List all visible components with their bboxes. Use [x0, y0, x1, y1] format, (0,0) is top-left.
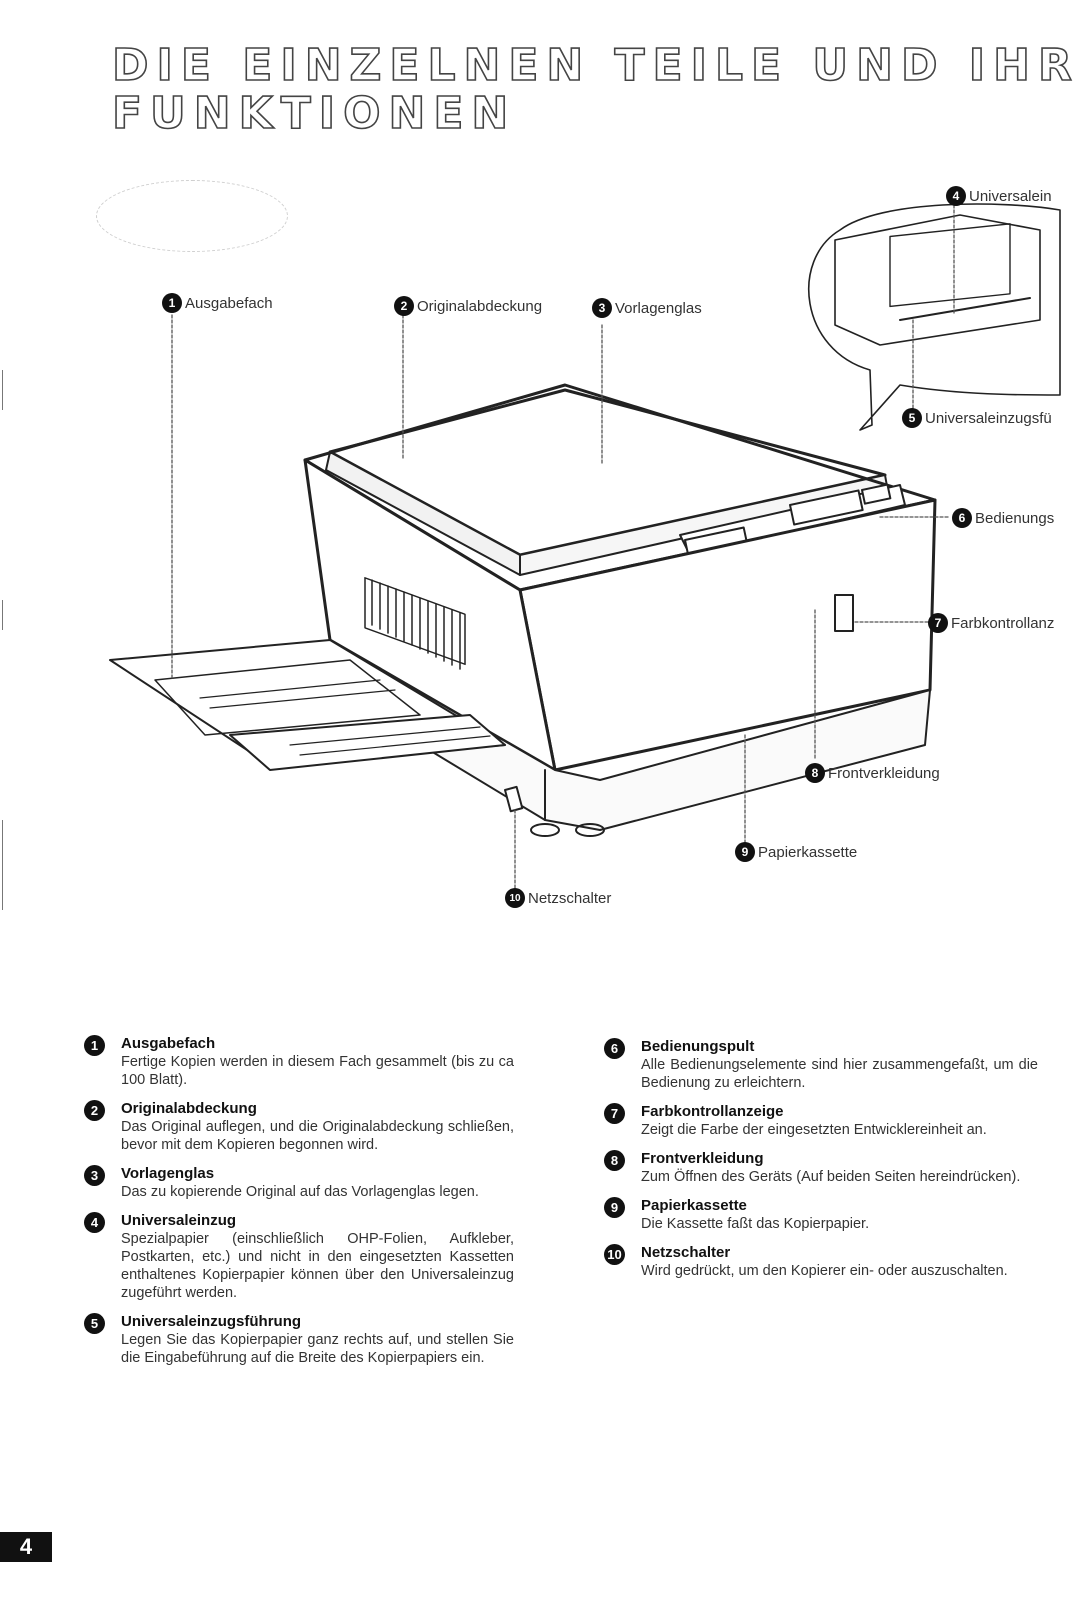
legend-number-badge: 3	[84, 1165, 105, 1186]
legend-number-badge: 1	[84, 1035, 105, 1056]
margin-mark	[2, 600, 3, 630]
legend-description: Fertige Kopien werden in diesem Fach ges…	[121, 1054, 514, 1088]
callout-label: Vorlagenglas	[615, 299, 702, 317]
legend-right-column: 6 Bedienungspult Alle Bedienungselemente…	[604, 1037, 1038, 1290]
legend-title: Netzschalter	[641, 1244, 731, 1261]
callout-number-badge: 10	[505, 888, 525, 908]
legend-item: 8 Frontverkleidung Zum Öffnen des Geräts…	[604, 1149, 1038, 1186]
legend-title: Farbkontrollanzeige	[641, 1103, 784, 1120]
page-title-line-2: FUNKTIONEN	[111, 88, 517, 139]
legend-description: Alle Bedienungselemente sind hier zusamm…	[641, 1057, 1038, 1091]
page-number: 4	[0, 1532, 52, 1562]
callout-label: Netzschalter	[528, 889, 612, 907]
callout-ausgabefach: 1 Ausgabefach	[162, 293, 273, 313]
legend-description: Legen Sie das Kopierpapier ganz rechts a…	[121, 1332, 514, 1366]
callout-frontverkleidung: 8 Frontverkleidung	[805, 763, 940, 783]
legend-item: 3 Vorlagenglas Das zu kopierende Origina…	[84, 1164, 514, 1201]
callout-label: Papierkassette	[758, 843, 858, 861]
callout-number-badge: 7	[928, 613, 948, 633]
legend-description: Die Kassette faßt das Kopierpapier.	[641, 1216, 870, 1232]
legend-item: 1 Ausgabefach Fertige Kopien werden in d…	[84, 1034, 514, 1089]
legend-title: Frontverkleidung	[641, 1150, 764, 1167]
legend-description: Wird gedrückt, um den Kopierer ein- oder…	[641, 1263, 1008, 1279]
callout-universaleinzugsfuehrung: 5 Universaleinzugsfü	[902, 408, 1052, 428]
legend-description: Zeigt die Farbe der eingesetzten Entwick…	[641, 1122, 987, 1138]
legend-number-badge: 8	[604, 1150, 625, 1171]
callout-number-badge: 6	[952, 508, 972, 528]
faint-stamp-mark	[96, 180, 288, 252]
margin-mark	[2, 370, 3, 410]
legend-number-badge: 4	[84, 1212, 105, 1233]
page-title-line-1: DIE EINZELNEN TEILE UND IHRE	[111, 40, 1074, 91]
legend-number-badge: 7	[604, 1103, 625, 1124]
callout-number-badge: 4	[946, 186, 966, 206]
callout-number-badge: 1	[162, 293, 182, 313]
callout-number-badge: 3	[592, 298, 612, 318]
callout-papierkassette: 9 Papierkassette	[735, 842, 857, 862]
callout-number-badge: 9	[735, 842, 755, 862]
legend-item: 10 Netzschalter Wird gedrückt, um den Ko…	[604, 1243, 1038, 1280]
callout-originalabdeckung: 2 Originalabdeckung	[394, 296, 542, 316]
legend-number-badge: 2	[84, 1100, 105, 1121]
callout-farbkontrollanzeige: 7 Farbkontrollanz	[928, 613, 1054, 633]
legend-description: Das zu kopierende Original auf das Vorla…	[121, 1184, 479, 1200]
legend-item: 6 Bedienungspult Alle Bedienungselemente…	[604, 1037, 1038, 1092]
callout-netzschalter: 10 Netzschalter	[505, 888, 611, 908]
legend-left-column: 1 Ausgabefach Fertige Kopien werden in d…	[84, 1034, 514, 1377]
callout-universaleinzug: 4 Universalein	[946, 186, 1052, 206]
callout-bedienungspult: 6 Bedienungs	[952, 508, 1054, 528]
legend-description: Zum Öffnen des Geräts (Auf beiden Seiten…	[641, 1169, 1021, 1185]
legend-item: 4 Universaleinzug Spezialpapier (einschl…	[84, 1211, 514, 1302]
callout-label: Universaleinzugsfü	[925, 409, 1052, 427]
legend-title: Originalabdeckung	[121, 1100, 257, 1117]
callout-number-badge: 8	[805, 763, 825, 783]
callout-label: Ausgabefach	[185, 294, 273, 312]
callout-label: Originalabdeckung	[417, 297, 543, 315]
copier-illustration	[109, 203, 1061, 889]
legend-item: 7 Farbkontrollanzeige Zeigt die Farbe de…	[604, 1102, 1038, 1139]
legend-title: Vorlagenglas	[121, 1165, 215, 1182]
callout-label: Universalein	[969, 187, 1052, 205]
legend-item: 9 Papierkassette Die Kassette faßt das K…	[604, 1196, 1038, 1233]
callout-label: Farbkontrollanz	[951, 614, 1055, 632]
legend-title: Papierkassette	[641, 1197, 747, 1214]
legend-item: 2 Originalabdeckung Das Original auflege…	[84, 1099, 514, 1154]
legend-item: 5 Universaleinzugsführung Legen Sie das …	[84, 1312, 514, 1367]
callout-number-badge: 5	[902, 408, 922, 428]
callout-number-badge: 2	[394, 296, 414, 316]
legend-title: Universaleinzug	[121, 1212, 237, 1229]
legend-number-badge: 5	[84, 1313, 105, 1334]
legend-number-badge: 6	[604, 1038, 625, 1059]
legend-number-badge: 9	[604, 1197, 625, 1218]
legend-title: Ausgabefach	[121, 1035, 216, 1052]
callout-label: Bedienungs	[975, 509, 1055, 527]
legend-description: Das Original auflegen, und die Originala…	[121, 1119, 514, 1153]
legend-title: Bedienungspult	[641, 1038, 755, 1055]
margin-mark	[2, 820, 3, 910]
legend-number-badge: 10	[604, 1244, 625, 1265]
callout-label: Frontverkleidung	[828, 764, 940, 782]
legend-description: Spezialpapier (einschließlich OHP-Folien…	[121, 1231, 514, 1301]
legend-title: Universaleinzugsführung	[121, 1313, 302, 1330]
callout-vorlagenglas: 3 Vorlagenglas	[592, 298, 702, 318]
